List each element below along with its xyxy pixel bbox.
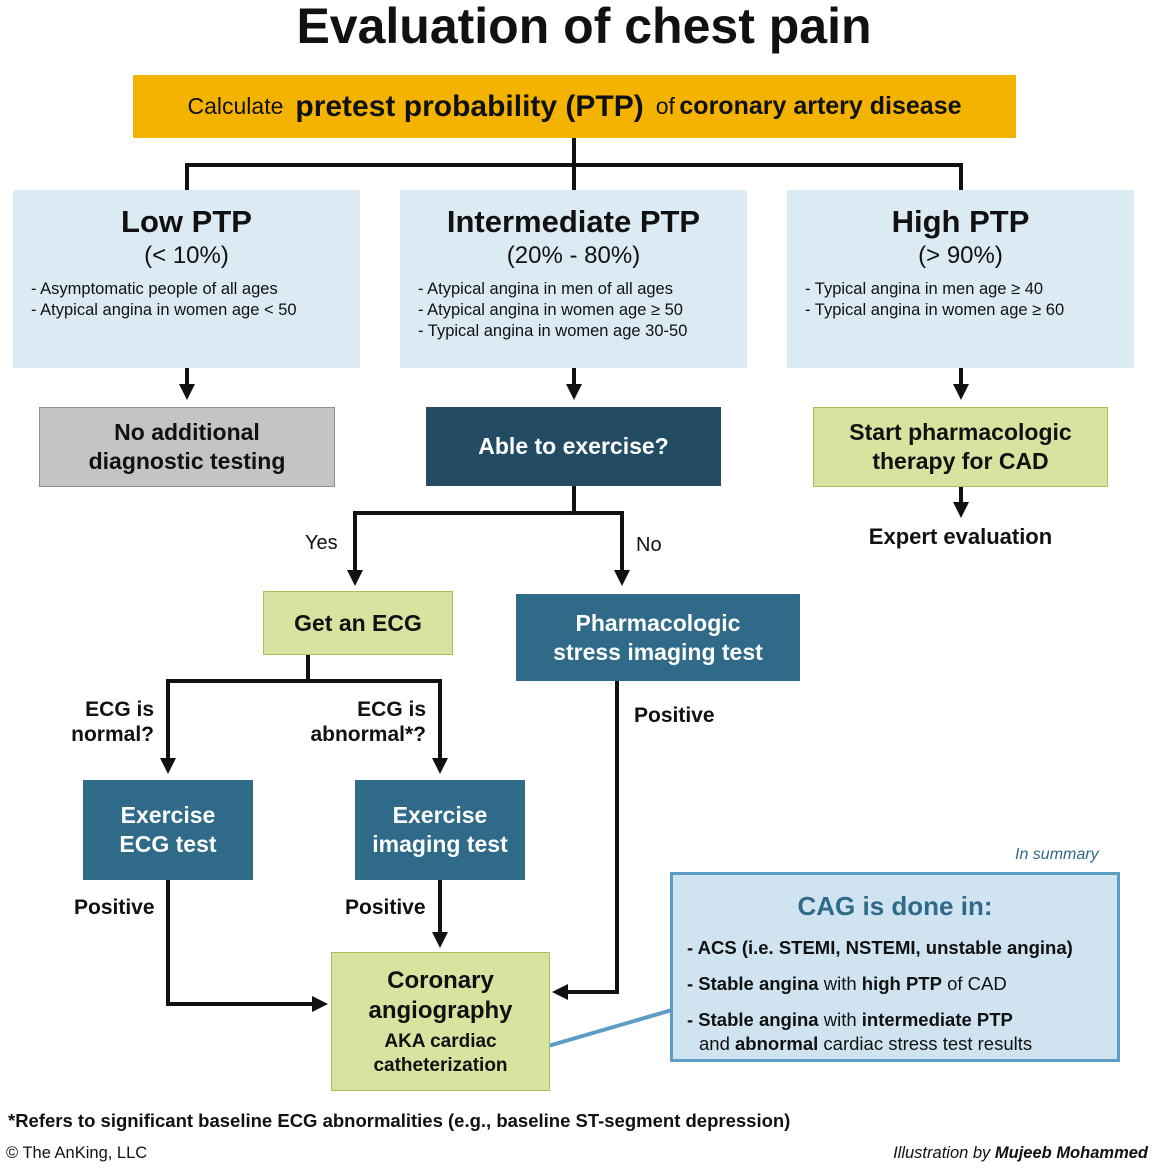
low-ptp-heading: Low PTP xyxy=(121,204,252,239)
summary-row-intermediate: - Stable angina with intermediate PTP and… xyxy=(673,1008,1117,1056)
ptp-bar-text-2: pretest probability (PTP) xyxy=(295,89,644,123)
exercise-ecg-box: Exercise ECG test xyxy=(83,780,253,880)
no-additional-testing-box: No additional diagnostic testing xyxy=(39,407,335,487)
able-to-exercise-label: Able to exercise? xyxy=(478,433,669,459)
summary-row-3e: abnormal xyxy=(735,1033,819,1054)
high-ptp-box: High PTP (> 90%) - Typical angina in men… xyxy=(787,190,1134,368)
pharm-stress-line-1: Pharmacologic xyxy=(575,609,741,636)
angiography-sub-2: catheterization xyxy=(373,1055,508,1076)
illustration-credit: Illustration by Mujeeb Mohammed xyxy=(893,1144,1148,1163)
ecg-normal-line-2: normal? xyxy=(71,723,154,746)
summary-row-2a: - Stable angina xyxy=(687,973,819,994)
summary-row-2d: of CAD xyxy=(941,973,1007,994)
ptp-bar-text-3a: of xyxy=(655,93,675,119)
ecg-abnormal-line-2: abnormal*? xyxy=(310,723,426,746)
get-ecg-box: Get an ECG xyxy=(263,591,453,655)
exercise-ecg-line-1: Exercise xyxy=(120,802,216,828)
no-testing-line-1: No additional xyxy=(114,419,260,445)
intermediate-ptp-box: Intermediate PTP (20% - 80%) - Atypical … xyxy=(400,190,747,368)
coronary-angiography-box: Coronary angiography AKA cardiac cathete… xyxy=(331,952,550,1091)
summary-row-acs: - ACS (i.e. STEMI, NSTEMI, unstable angi… xyxy=(673,936,1117,960)
summary-row-3f: cardiac stress test results xyxy=(818,1033,1033,1054)
pharmacologic-stress-box: Pharmacologic stress imaging test xyxy=(516,594,800,681)
summary-row-2b: with xyxy=(818,973,862,994)
angiography-sub-1: AKA cardiac xyxy=(384,1031,497,1052)
summary-row-2c: high PTP xyxy=(861,973,942,994)
no-testing-line-2: diagnostic testing xyxy=(88,448,286,474)
intermediate-ptp-item: - Atypical angina in women age ≥ 50 xyxy=(418,301,683,319)
start-therapy-line-2: therapy for CAD xyxy=(872,448,1049,474)
expert-evaluation-label: Expert evaluation xyxy=(868,524,1053,549)
copyright: © The AnKing, LLC xyxy=(6,1144,148,1162)
angiography-line-1: Coronary xyxy=(387,967,494,994)
high-ptp-item: - Typical angina in men age ≥ 40 xyxy=(805,280,1044,298)
ptp-calculation-bar: Calculate pretest probability (PTP) of c… xyxy=(133,75,1016,138)
ptp-bar-text-3b: coronary artery disease xyxy=(679,92,962,120)
summary-row-3d: and xyxy=(699,1033,736,1054)
high-ptp-range: (> 90%) xyxy=(918,242,1003,269)
low-ptp-range: (< 10%) xyxy=(144,242,229,269)
no-label: No xyxy=(636,534,662,556)
page-title: Evaluation of chest pain xyxy=(296,0,872,54)
low-ptp-box: Low PTP (< 10%) - Asymptomatic people of… xyxy=(13,190,360,368)
summary-row-3b: with xyxy=(818,1009,862,1030)
summary-caption: In summary xyxy=(1015,846,1099,863)
positive-label-pharm: Positive xyxy=(634,704,715,727)
able-to-exercise-box: Able to exercise? xyxy=(426,407,721,486)
get-ecg-label: Get an ECG xyxy=(294,609,422,636)
high-ptp-heading: High PTP xyxy=(891,204,1030,239)
exercise-imaging-box: Exercise imaging test xyxy=(355,780,525,880)
intermediate-ptp-heading: Intermediate PTP xyxy=(446,204,701,239)
yes-label: Yes xyxy=(305,532,338,554)
positive-label-ecg: Positive xyxy=(74,896,155,919)
exercise-imaging-line-1: Exercise xyxy=(392,802,488,828)
pharm-stress-line-2: stress imaging test xyxy=(553,638,763,665)
positive-label-imaging: Positive xyxy=(345,896,426,919)
start-therapy-box: Start pharmacologic therapy for CAD xyxy=(813,407,1108,487)
high-ptp-item: - Typical angina in women age ≥ 60 xyxy=(805,301,1065,319)
ptp-bar-text-1: Calculate xyxy=(187,93,284,119)
intermediate-ptp-item: - Typical angina in women age 30-50 xyxy=(418,322,688,340)
exercise-imaging-line-2: imaging test xyxy=(372,831,508,857)
summary-box: CAG is done in: - ACS (i.e. STEMI, NSTEM… xyxy=(670,872,1120,1062)
summary-row-1-text: - ACS (i.e. STEMI, NSTEMI, unstable angi… xyxy=(687,937,1073,958)
summary-row-high: - Stable angina with high PTP of CAD xyxy=(673,972,1117,996)
credit-prefix: Illustration by xyxy=(893,1144,995,1162)
low-ptp-item: - Asymptomatic people of all ages xyxy=(31,280,278,298)
summary-heading: CAG is done in: xyxy=(797,891,993,921)
ecg-abnormal-label: ECG is abnormal*? xyxy=(285,697,426,747)
intermediate-ptp-item: - Atypical angina in men of all ages xyxy=(418,280,673,298)
angiography-line-2: angiography xyxy=(368,997,513,1024)
ecg-normal-line-1: ECG is xyxy=(85,698,154,721)
start-therapy-line-1: Start pharmacologic xyxy=(849,419,1072,445)
ecg-normal-label: ECG is normal? xyxy=(40,697,154,747)
summary-row-3c: intermediate PTP xyxy=(861,1009,1013,1030)
intermediate-ptp-range: (20% - 80%) xyxy=(506,242,641,269)
summary-row-3a: - Stable angina xyxy=(687,1009,819,1030)
footnote: *Refers to significant baseline ECG abno… xyxy=(8,1110,791,1131)
low-ptp-item: - Atypical angina in women age < 50 xyxy=(31,301,297,319)
exercise-ecg-line-2: ECG test xyxy=(119,831,217,857)
ecg-abnormal-line-1: ECG is xyxy=(357,698,426,721)
credit-name: Mujeeb Mohammed xyxy=(994,1144,1148,1162)
